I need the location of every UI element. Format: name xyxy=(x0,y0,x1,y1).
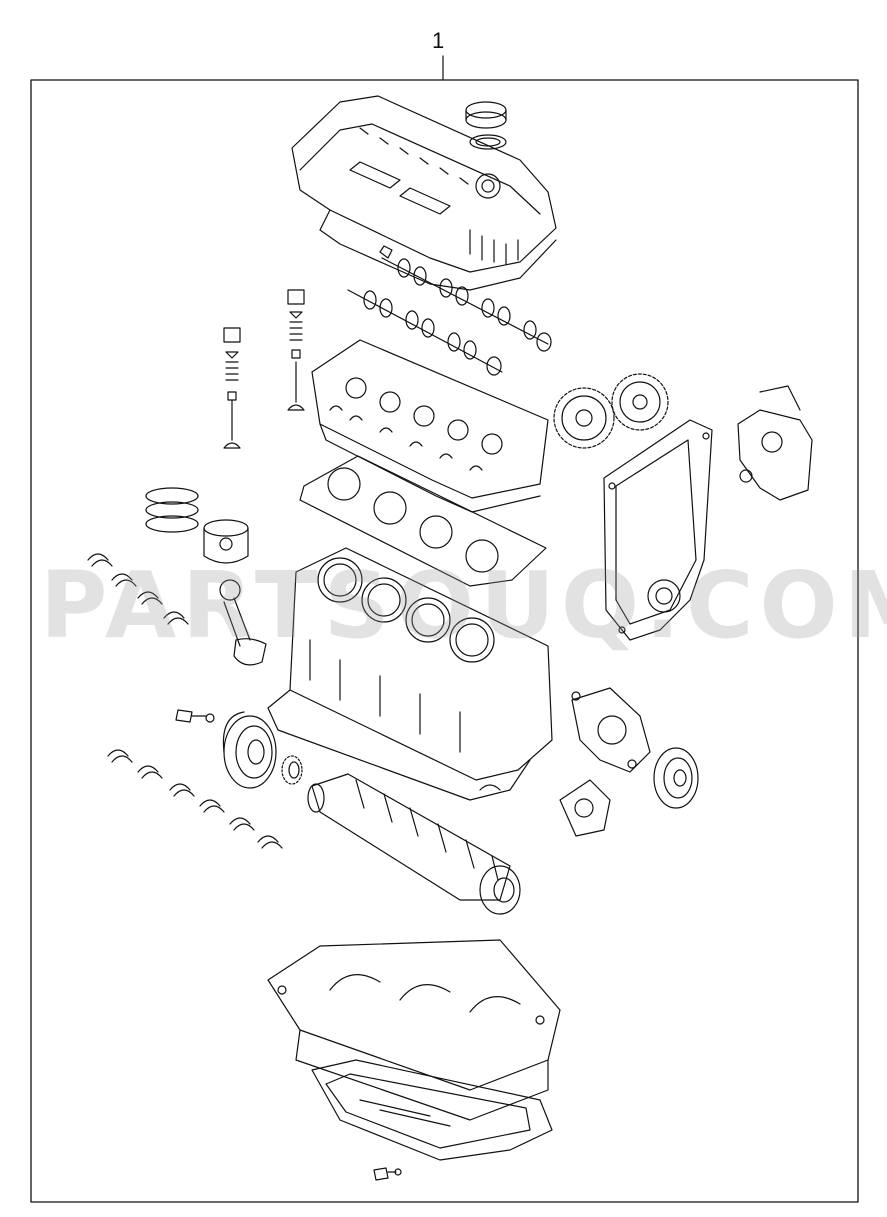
main-bearings[interactable] xyxy=(107,749,283,849)
connecting-rod[interactable] xyxy=(219,579,267,666)
valve-assembly-left[interactable] xyxy=(223,327,241,449)
crankshaft[interactable] xyxy=(307,773,521,915)
cylinder-block[interactable] xyxy=(267,547,553,801)
cvvt-sprocket[interactable] xyxy=(611,373,669,431)
valve-assembly-right[interactable] xyxy=(287,289,305,411)
crankshaft-pulley[interactable] xyxy=(222,711,277,789)
water-pump[interactable] xyxy=(571,687,651,773)
camshaft-exhaust[interactable] xyxy=(347,289,503,376)
oil-pan[interactable] xyxy=(311,1059,553,1161)
water-pump-gasket[interactable] xyxy=(559,779,611,837)
piston[interactable] xyxy=(203,519,249,564)
watermark-text: PARTSOUQ.COM xyxy=(40,552,887,659)
callout-number[interactable]: 1 xyxy=(432,28,445,53)
timing-cover[interactable] xyxy=(603,419,713,641)
cylinder-head[interactable] xyxy=(311,339,549,513)
oil-filler-cap[interactable] xyxy=(465,101,507,150)
lower-crankcase[interactable] xyxy=(267,939,561,1121)
assembly-frame xyxy=(30,79,859,1203)
drain-plug[interactable] xyxy=(373,1167,402,1181)
piston-rings[interactable] xyxy=(145,487,199,533)
crankshaft-sprocket[interactable] xyxy=(281,755,303,785)
water-pump-pulley[interactable] xyxy=(653,747,699,809)
valve-cover[interactable] xyxy=(291,95,557,291)
camshaft-sprocket[interactable] xyxy=(553,387,615,449)
connecting-rod-bearings[interactable] xyxy=(87,553,189,625)
timing-tensioner[interactable] xyxy=(737,385,813,501)
head-gasket[interactable] xyxy=(299,455,547,587)
camshaft-intake[interactable] xyxy=(379,245,552,352)
crank-bolt[interactable] xyxy=(175,709,215,723)
